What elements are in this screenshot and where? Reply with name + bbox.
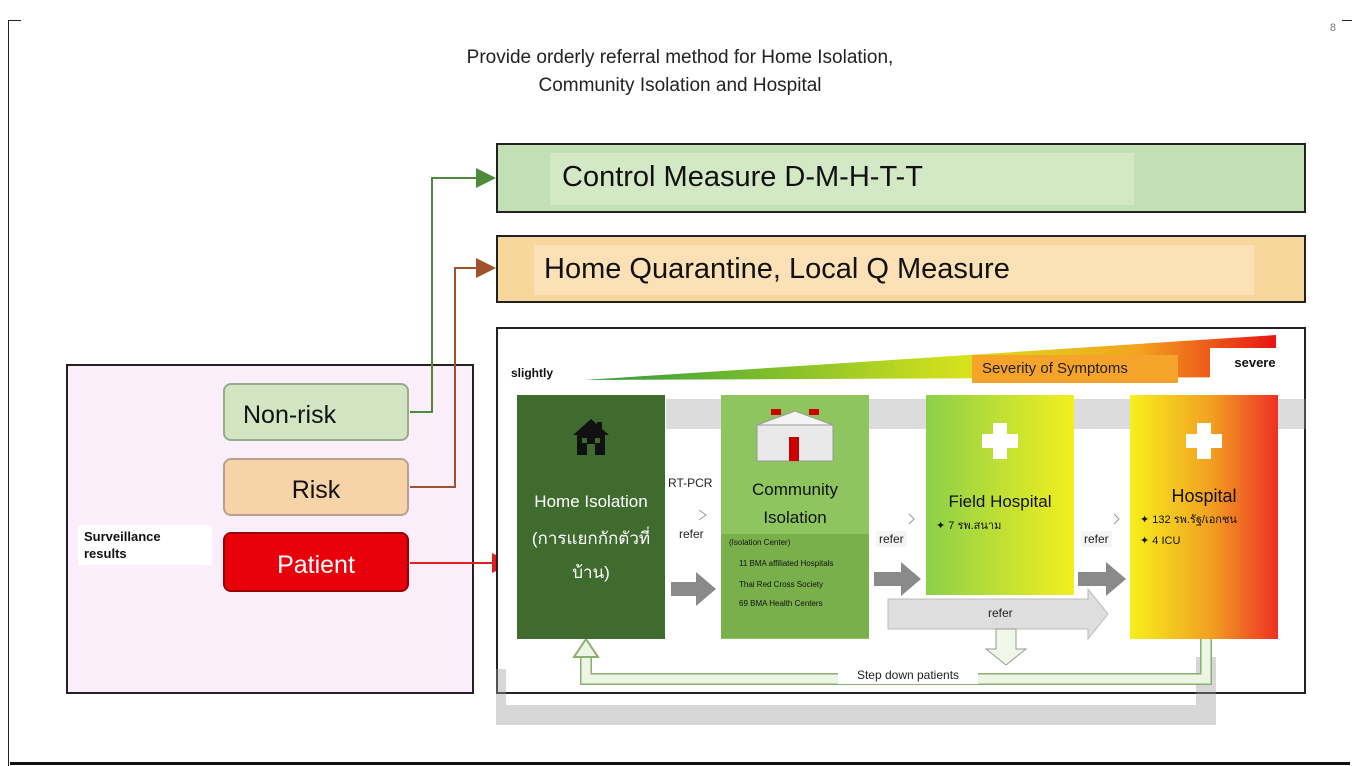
refer-arrow <box>887 587 1109 641</box>
gray-arrow-3 <box>1078 562 1126 596</box>
stage-field-hospital: Field Hospital ✦ 7 รพ.สนาม <box>926 395 1074 595</box>
page-frame-right <box>1342 20 1352 31</box>
page-title: Provide orderly referral method for Home… <box>330 44 1030 100</box>
risk-arrow <box>410 258 496 488</box>
hospital-item-2: ✦ 4 ICU <box>1130 534 1278 547</box>
severity-low-label: slightly <box>511 366 554 380</box>
hospital-item-2-text: 4 ICU <box>1152 535 1181 547</box>
title-line-1: Provide orderly referral method for Home… <box>466 47 894 68</box>
community-item-2: Thai Red Cross Society <box>739 580 824 589</box>
surveillance-label: Surveillance results <box>78 525 212 565</box>
home-isolation-title: Home Isolation <box>534 492 648 511</box>
community-item-1: 11 BMA affiliated Hospitals <box>739 559 834 568</box>
gray-arrow-2 <box>874 562 921 596</box>
quarantine-measure-label: Home Quarantine, Local Q Measure <box>544 253 1010 285</box>
medical-cross-icon <box>1186 423 1222 459</box>
community-item-3: 69 BMA Health Centers <box>739 599 823 608</box>
control-measure-highlight <box>550 153 1134 205</box>
down-arrow <box>984 628 1028 666</box>
refer-chevron-2 <box>908 513 915 525</box>
community-isolation-note: (Isolation Center) <box>729 538 791 547</box>
status-non-risk: Non-risk <box>223 383 409 441</box>
refer-chevron-3 <box>1113 513 1120 525</box>
bottom-loop-shadow <box>496 657 1216 725</box>
step-down-arrowhead <box>572 637 600 658</box>
home-isolation-subtitle: (การแยกกักตัวที่บ้าน) <box>531 529 651 582</box>
severity-high-label: severe <box>1210 348 1300 378</box>
field-hospital-item-1: ✦ 7 รพ.สนาม <box>926 516 1074 534</box>
severity-title: Severity of Symptoms <box>972 355 1178 383</box>
field-hospital-title: Field Hospital <box>948 492 1052 511</box>
control-measure-label: Control Measure D-M-H-T-T <box>562 161 923 193</box>
tent-icon <box>756 409 834 462</box>
page-frame-left <box>8 20 21 766</box>
non-risk-arrow <box>410 168 496 413</box>
medical-cross-icon <box>982 423 1018 459</box>
rt-pcr-label: RT-PCR <box>668 476 713 490</box>
refer-label-3: refer <box>1081 531 1112 547</box>
bullet-icon: ✦ <box>936 520 949 532</box>
house-icon <box>573 419 609 455</box>
stage-home-isolation: Home Isolation (การแยกกักตัวที่บ้าน) <box>517 395 665 639</box>
refer-chevron-1 <box>698 509 707 521</box>
control-measure-bar: Control Measure D-M-H-T-T <box>496 143 1306 213</box>
refer-label-4: refer <box>988 606 1013 620</box>
quarantine-measure-bar: Home Quarantine, Local Q Measure <box>496 235 1306 303</box>
refer-label-1: refer <box>679 527 704 541</box>
status-risk: Risk <box>223 458 409 516</box>
bullet-icon: ✦ <box>1140 535 1153 547</box>
gray-arrow-1 <box>671 572 716 606</box>
hospital-title: Hospital <box>1171 486 1237 506</box>
community-isolation-title: Community Isolation <box>752 480 838 527</box>
stage-hospital: Hospital ✦ 132 รพ.รัฐ/เอกชน ✦ 4 ICU <box>1130 395 1278 639</box>
title-line-2: Community Isolation and Hospital <box>538 75 822 96</box>
hospital-item-1: ✦ 132 รพ.รัฐ/เอกชน <box>1130 510 1278 528</box>
quarantine-measure-highlight <box>534 245 1254 295</box>
stage-community-isolation: Community Isolation (Isolation Center) 1… <box>721 395 869 639</box>
bottom-rule <box>10 762 1350 765</box>
field-hospital-item-1-text: 7 รพ.สนาม <box>948 520 1002 532</box>
status-patient: Patient <box>223 532 409 592</box>
hospital-item-1-text: 132 รพ.รัฐ/เอกชน <box>1152 514 1237 526</box>
bullet-icon: ✦ <box>1140 514 1153 526</box>
refer-label-2: refer <box>876 531 907 547</box>
step-down-label: Step down patients <box>838 666 978 684</box>
page-number: 8 <box>1329 22 1336 34</box>
